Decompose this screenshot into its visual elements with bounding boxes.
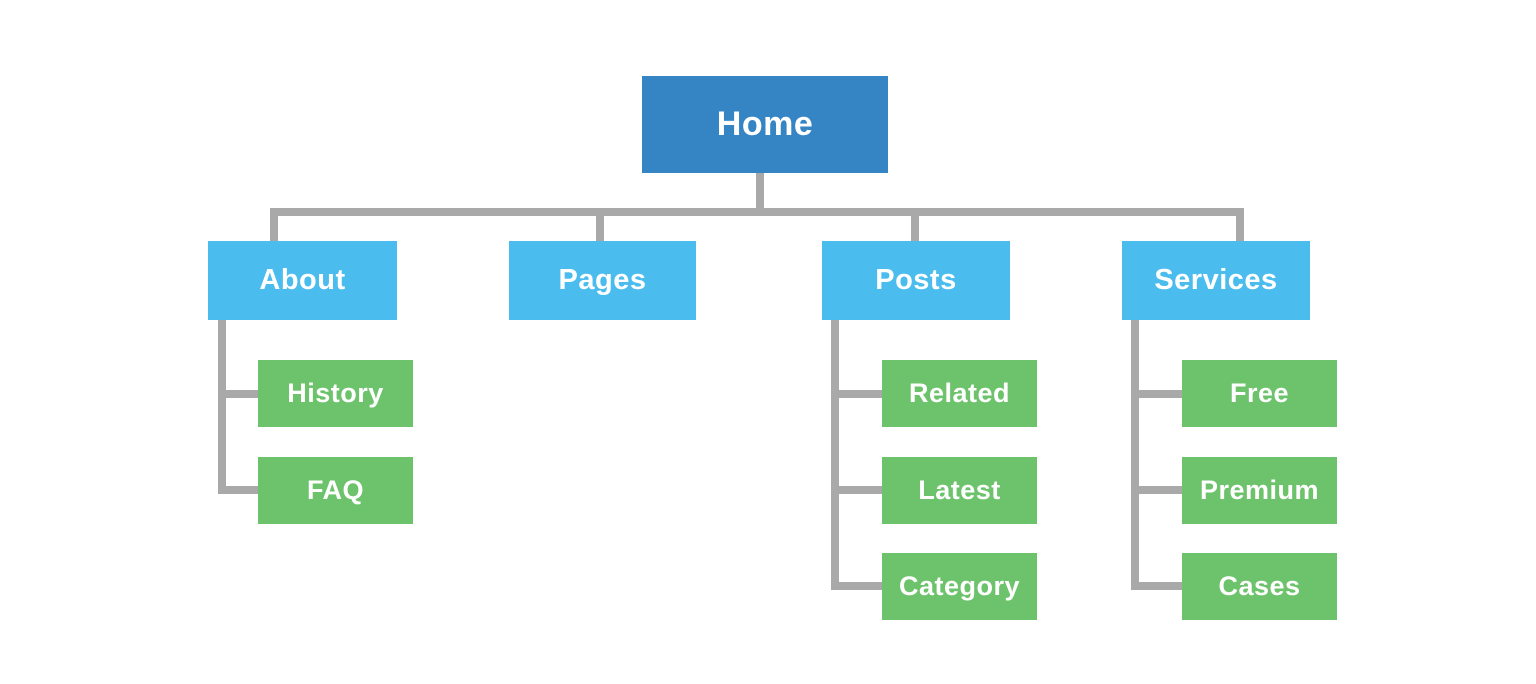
node-history: History [258,360,413,427]
node-pages: Pages [509,241,696,320]
node-free: Free [1182,360,1337,427]
node-faq: FAQ [258,457,413,524]
connector-drop-about [270,208,278,241]
node-about: About [208,241,397,320]
node-premium: Premium [1182,457,1337,524]
node-category: Category [882,553,1037,620]
connector-drop-posts [911,208,919,241]
connector-drop-services [1236,208,1244,241]
connector-stub-faq [218,486,258,494]
connector-about-vertical [218,319,226,494]
connector-stub-related [831,390,882,398]
connector-stub-cases [1131,582,1182,590]
connector-home-stub [756,172,764,216]
connector-stub-latest [831,486,882,494]
node-services: Services [1122,241,1310,320]
connector-stub-free [1131,390,1182,398]
connector-services-vertical [1131,319,1139,590]
node-related: Related [882,360,1037,427]
connector-stub-category [831,582,882,590]
connector-drop-pages [596,208,604,241]
node-cases: Cases [1182,553,1337,620]
connector-stub-premium [1131,486,1182,494]
connector-posts-vertical [831,319,839,590]
connector-trunk [270,208,1244,216]
node-latest: Latest [882,457,1037,524]
node-home: Home [642,76,888,173]
node-posts: Posts [822,241,1010,320]
connector-stub-history [218,390,258,398]
